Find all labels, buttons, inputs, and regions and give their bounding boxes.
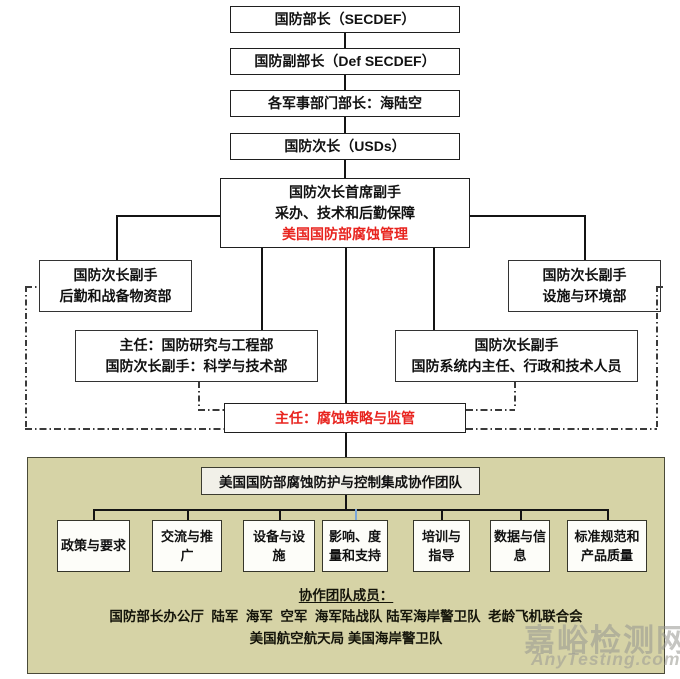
- group-standards-quality-label: 标准规范和产品质量: [574, 528, 640, 564]
- group-data-info-label: 数据与信息: [494, 528, 547, 564]
- connector-chain-1: [344, 33, 346, 48]
- connector-dashdot-far-right-stub: [657, 286, 663, 288]
- group-impact-metrics-label: 影响、度量和支持: [328, 528, 381, 564]
- connector-title-drop: [345, 495, 347, 509]
- box-secdef-label: 国防部长（SECDEF）: [274, 11, 416, 27]
- box-deputy-secdef: 国防副部长（Def SECDEF）: [230, 48, 460, 75]
- box-secdef: 国防部长（SECDEF）: [230, 6, 460, 33]
- connector-dashdot-far-left-vertical: [25, 286, 27, 428]
- box-principal-deputy: 国防次长首席副手 采办、技术和后勤保障 美国国防部腐蚀管理: [220, 178, 470, 248]
- connector-group-drop-4-blue: [355, 509, 357, 520]
- box-team-title: 美国国防部腐蚀防护与控制集成协作团队: [201, 467, 480, 495]
- connector-group-drop-5: [441, 509, 443, 520]
- connector-chain-2: [344, 75, 346, 90]
- connector-director-to-panel: [345, 433, 347, 467]
- connector-center-drop: [345, 248, 347, 403]
- director-research-line-1: 主任：国防研究与工程部: [119, 337, 274, 353]
- connector-dashdot-far-left-stub: [25, 286, 39, 288]
- group-training-label: 培训与指导: [421, 528, 461, 564]
- box-group-communication: 交流与推广: [152, 520, 222, 572]
- connector-group-drop-1: [93, 509, 95, 520]
- connector-dashdot-far-right-horizontal: [466, 428, 657, 430]
- box-military-dept-secretaries-label: 各军事部门部长：海陆空: [268, 95, 422, 111]
- connector-group-drop-2: [187, 509, 189, 520]
- members-heading: 协作团队成员：: [298, 588, 394, 603]
- connector-left-drop: [116, 215, 118, 260]
- box-group-standards-quality: 标准规范和产品质量: [567, 520, 647, 572]
- director-research-line-2: 国防次长副手：科学与技术部: [105, 358, 288, 374]
- connector-group-drop-7: [607, 509, 609, 520]
- principal-line-2: 采办、技术和后勤保障: [275, 204, 415, 221]
- box-director-research-engineering: 主任：国防研究与工程部 国防次长副手：科学与技术部: [75, 330, 318, 382]
- corrosion-director-label: 主任：腐蚀策略与监管: [275, 409, 415, 426]
- connector-dashdot-research-horizontal: [198, 409, 225, 411]
- deputy-logistics-line-1: 国防次长副手: [73, 267, 158, 283]
- box-group-training: 培训与指导: [413, 520, 470, 572]
- box-usds-label: 国防次长（USDs）: [284, 138, 406, 154]
- box-group-data-info: 数据与信息: [490, 520, 550, 572]
- members-line-2: 美国航空航天局 美国海岸警卫队: [249, 631, 443, 646]
- principal-line-1: 国防次长首席副手: [289, 183, 401, 200]
- box-usds: 国防次长（USDs）: [230, 133, 460, 160]
- deputy-facilities-line-1: 国防次长副手: [542, 267, 627, 283]
- deputy-facilities-line-2: 设施与环境部: [542, 288, 627, 304]
- connector-dashdot-far-left-horizontal: [25, 428, 224, 430]
- watermark-site-url: AnyTesting.com: [531, 649, 680, 669]
- principal-line-corrosion: 美国国防部腐蚀管理: [282, 225, 408, 242]
- box-deputy-facilities: 国防次长副手 设施与环境部: [508, 260, 661, 312]
- box-deputy-secdef-label: 国防副部长（Def SECDEF）: [254, 53, 436, 69]
- connector-midleft-drop: [261, 248, 263, 330]
- group-communication-label: 交流与推广: [160, 528, 213, 564]
- box-group-impact-metrics: 影响、度量和支持: [322, 520, 388, 572]
- team-title-label: 美国国防部腐蚀防护与控制集成协作团队: [219, 475, 462, 490]
- group-policy-label: 政策与要求: [61, 538, 127, 554]
- connector-dashdot-far-right-vertical: [656, 286, 658, 428]
- box-corrosion-director: 主任：腐蚀策略与监管: [224, 403, 466, 433]
- connector-left-stub: [116, 215, 220, 217]
- connector-chain-4: [344, 160, 346, 178]
- connector-dashdot-research-drop: [198, 382, 200, 409]
- connector-group-drop-3: [279, 509, 281, 520]
- box-deputy-logistics: 国防次长副手 后勤和战备物资部: [39, 260, 192, 312]
- deputy-systems-line-1: 国防次长副手: [474, 337, 559, 353]
- box-deputy-defense-systems: 国防次长副手 国防系统内主任、行政和技术人员: [395, 330, 638, 382]
- box-military-dept-secretaries: 各军事部门部长：海陆空: [230, 90, 460, 117]
- deputy-logistics-line-2: 后勤和战备物资部: [59, 288, 172, 304]
- connector-dashdot-systems-drop: [514, 382, 516, 409]
- connector-chain-3: [344, 117, 346, 133]
- box-group-equipment-facilities: 设备与设施: [243, 520, 315, 572]
- watermark-site-name: 嘉峪检测网: [524, 623, 680, 658]
- box-group-policy: 政策与要求: [57, 520, 130, 572]
- connector-right-drop: [584, 215, 586, 260]
- group-equipment-facilities-label: 设备与设施: [252, 528, 305, 564]
- connector-right-stub: [470, 215, 584, 217]
- connector-group-drop-6: [520, 509, 522, 520]
- connector-groups-horizontal: [93, 509, 607, 511]
- connector-dashdot-systems-horizontal: [466, 409, 515, 411]
- deputy-systems-line-2: 国防系统内主任、行政和技术人员: [411, 358, 622, 374]
- members-line-1: 国防部长办公厅 陆军 海军 空军 海军陆战队 陆军海岸警卫队 老龄飞机联合会: [109, 609, 583, 624]
- connector-midright-drop: [433, 248, 435, 330]
